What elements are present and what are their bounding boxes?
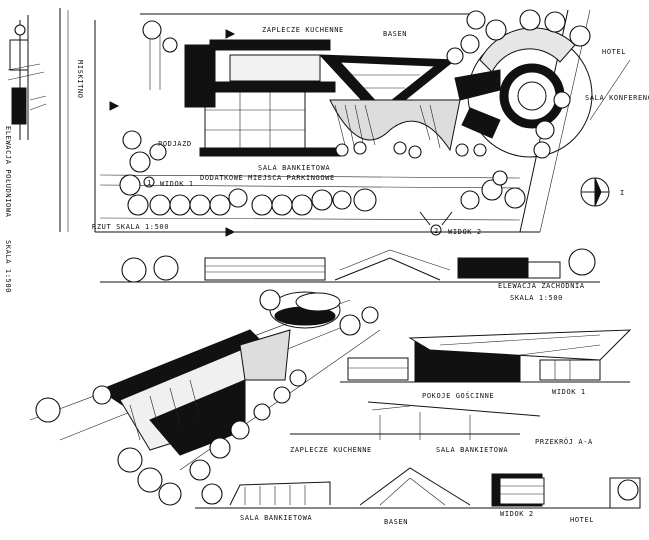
label-banquet-hall: SALA BANKIETOWA <box>258 164 330 172</box>
label-conference-room: SALA KONFERENCYJNA <box>585 94 649 102</box>
site-plan: I <box>59 8 631 237</box>
label-banquet-hall-bottom: SALA BANKIETOWA <box>240 514 312 522</box>
label-guest-rooms: POKOJE GOŚCINNE <box>422 391 494 400</box>
label-street: MISKITNO <box>76 60 84 99</box>
plan-trees <box>119 9 591 216</box>
label-marker-2: 2 <box>434 227 439 235</box>
label-pool: BASEN <box>383 30 407 38</box>
label-plan-scale: RZUT SKALA 1:500 <box>92 223 169 231</box>
aerial-perspective <box>29 289 381 506</box>
south-elevation-label: ELEWACJA POŁUDNIOWA <box>4 126 12 218</box>
north-label: I <box>620 189 625 197</box>
label-west-elevation-scale: SKALA 1:500 <box>510 294 563 302</box>
label-west-elevation: ELEWACJA ZACHODNIA <box>498 282 585 290</box>
label-extra-parking: DODATKOWE MIEJSCA PARKINGOWE <box>200 174 335 182</box>
label-hotel: HOTEL <box>602 48 626 56</box>
north-arrow-icon <box>580 177 610 207</box>
label-view1-sketch: WIDOK 1 <box>552 388 586 396</box>
section-aa <box>290 401 541 440</box>
parking-strip <box>99 30 521 221</box>
label-view2: WIDOK 2 <box>448 228 482 236</box>
label-pool-bottom: BASEN <box>384 518 408 526</box>
label-banquet-hall-section: SALA BANKIETOWA <box>436 446 508 454</box>
label-marker-1: 1 <box>147 179 152 187</box>
west-elevation <box>100 248 600 283</box>
label-section-aa: PRZEKRÓJ A-A <box>535 437 593 446</box>
section-marker-icons <box>109 29 453 237</box>
label-hotel-bottom: HOTEL <box>570 516 594 524</box>
label-driveway: PODJAZD <box>158 140 192 148</box>
view1-sketch <box>340 329 632 383</box>
label-view2-bottom: WIDOK 2 <box>500 510 534 518</box>
south-elevation-scale: SKALA 1:500 <box>4 240 12 293</box>
south-elevation-strip <box>7 15 47 140</box>
label-kitchen-back-section: ZAPLECZE KUCHENNE <box>290 446 372 454</box>
label-kitchen-back: ZAPLECZE KUCHENNE <box>262 26 344 34</box>
bottom-elevation <box>195 467 641 509</box>
label-view1: WIDOK 1 <box>160 180 194 188</box>
